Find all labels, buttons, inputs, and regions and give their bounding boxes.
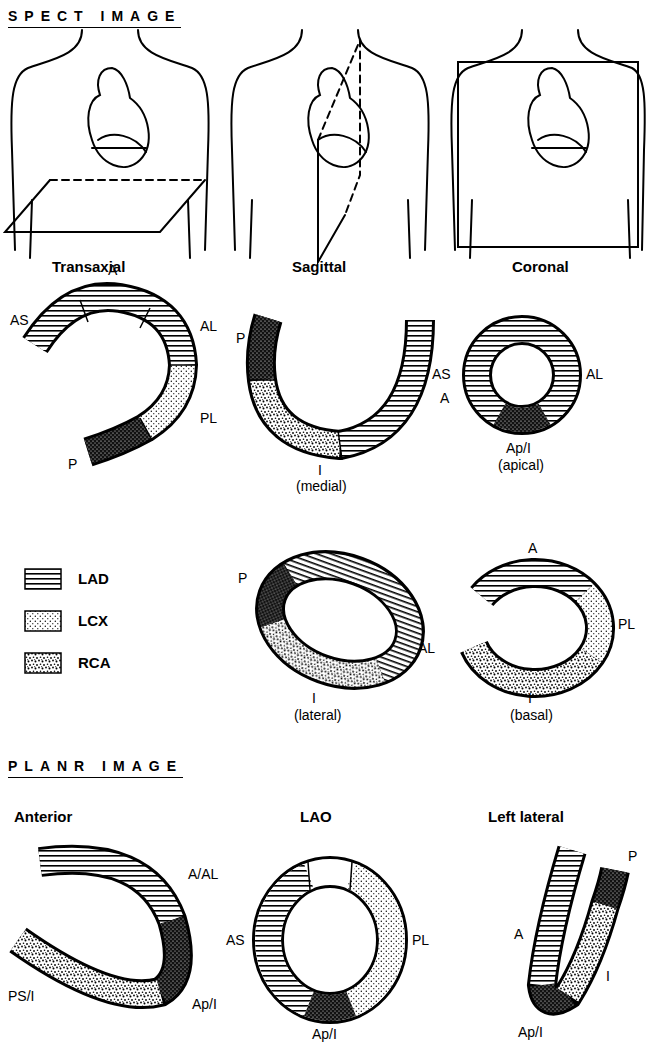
- segment-label: AL: [586, 366, 603, 383]
- legend-swatch: [24, 610, 62, 632]
- section-heading: SPECT IMAGE: [8, 8, 181, 28]
- segment-label: Ap/I: [506, 440, 531, 457]
- segment-label: I: [312, 690, 316, 707]
- torso-transaxial: [5, 30, 209, 258]
- legend-text: RCA: [78, 654, 111, 671]
- segment-label: AL: [418, 640, 435, 657]
- segment-label: I: [606, 968, 610, 985]
- segment-label: P: [68, 456, 77, 473]
- view-caption: LAO: [300, 808, 332, 825]
- section-heading: PLANR IMAGE: [8, 758, 183, 778]
- segment-label: AS: [432, 366, 451, 383]
- segment-label: AS: [10, 312, 29, 329]
- view-label: (medial): [296, 478, 347, 495]
- segment-label: A: [514, 926, 523, 943]
- planar-lao-section: [268, 862, 392, 1008]
- segment-label: AL: [200, 318, 217, 335]
- legend-text: LCX: [78, 612, 108, 629]
- legend-swatch: [24, 652, 62, 674]
- legend-swatch: [24, 568, 62, 590]
- segment-label: Ap/I: [518, 1024, 543, 1041]
- segment-label: A: [108, 262, 117, 279]
- segment-label: PL: [412, 932, 429, 949]
- view-caption: Left lateral: [488, 808, 564, 825]
- view-label: (basal): [510, 707, 553, 724]
- view-caption: Anterior: [14, 808, 72, 825]
- legend-text: LAD: [78, 570, 109, 587]
- segment-label: AS: [226, 932, 245, 949]
- transaxial-section: [35, 297, 196, 452]
- segment-label: P: [628, 848, 637, 865]
- segment-label: P: [238, 570, 247, 587]
- segment-label: Ap/I: [312, 1026, 337, 1043]
- basal-section: [474, 573, 600, 683]
- segment-label: A: [440, 390, 449, 407]
- view-label: (lateral): [294, 707, 341, 724]
- torso-coronal: [451, 30, 644, 258]
- segment-label: Ap/I: [192, 996, 217, 1013]
- segment-label: PS/I: [8, 988, 34, 1005]
- segment-label: I: [528, 690, 532, 707]
- segment-label: I: [318, 462, 322, 479]
- segment-label: P: [236, 330, 245, 347]
- segment-label: PL: [200, 410, 217, 427]
- sagittal-medial-section: [248, 318, 420, 460]
- plane-caption: Coronal: [512, 258, 569, 275]
- segment-label: PL: [618, 616, 635, 633]
- planar-left-lateral-section: [542, 850, 615, 1001]
- sagittal-lateral-section: [255, 546, 426, 693]
- segment-label: A/AL: [188, 866, 218, 883]
- coronal-apical-section: [477, 330, 567, 420]
- plane-caption: Sagittal: [292, 258, 346, 275]
- torso-sagittal: [231, 30, 428, 262]
- view-label: (apical): [498, 457, 544, 474]
- planar-anterior-section: [18, 860, 178, 994]
- segment-label: A: [528, 540, 537, 557]
